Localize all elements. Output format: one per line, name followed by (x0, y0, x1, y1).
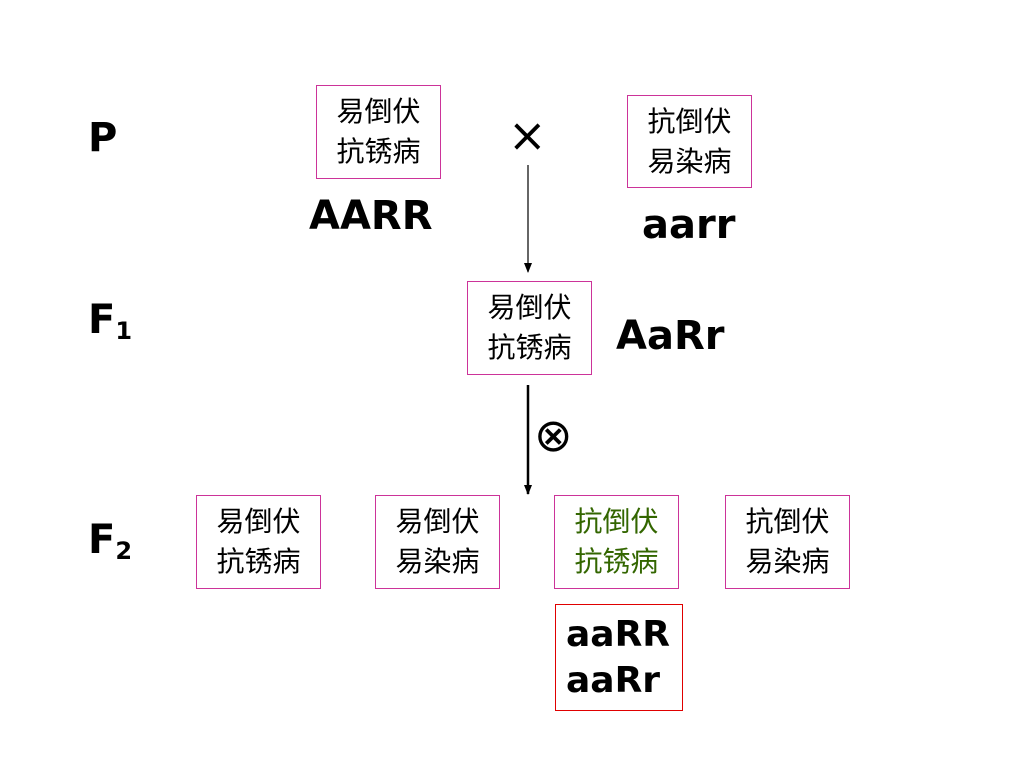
phenotype-line: 抗锈病 (336, 135, 421, 168)
phenotype-line: 抗倒伏 (574, 505, 659, 538)
parent-left-genotype: AARR (309, 193, 433, 239)
phenotype-line: 易染病 (745, 545, 830, 578)
phenotype-line: 易倒伏 (395, 505, 480, 538)
generation-label-f2: F2 (88, 517, 133, 565)
parent-left-phenotype-box: 易倒伏 抗锈病 (316, 85, 441, 179)
selected-genotypes-box: aaRR aaRr (555, 604, 683, 711)
genotype-line: aaRr (566, 659, 661, 701)
f2-phenotype-box-4: 抗倒伏 易染病 (725, 495, 850, 589)
cross-symbol: × (508, 108, 547, 162)
f1-phenotype-box: 易倒伏 抗锈病 (467, 281, 592, 375)
generation-label-p: P (88, 115, 118, 161)
phenotype-line: 易倒伏 (216, 505, 301, 538)
f2-phenotype-box-1: 易倒伏 抗锈病 (196, 495, 321, 589)
phenotype-line: 抗锈病 (216, 545, 301, 578)
generation-label-f1: F1 (88, 297, 133, 345)
phenotype-line: 抗倒伏 (745, 505, 830, 538)
f2-phenotype-box-2: 易倒伏 易染病 (375, 495, 500, 589)
phenotype-line: 抗锈病 (487, 331, 572, 364)
phenotype-line: 易倒伏 (487, 291, 572, 324)
phenotype-line: 抗锈病 (574, 545, 659, 578)
genotype-line: aaRR (566, 613, 671, 655)
f1-genotype: AaRr (616, 313, 725, 359)
phenotype-line: 易染病 (647, 144, 732, 178)
parent-right-genotype: aarr (642, 202, 736, 248)
selfing-symbol: ⊗ (534, 408, 573, 462)
phenotype-line: 易染病 (395, 545, 480, 578)
parent-right-phenotype-box: 抗倒伏 易染病 (627, 95, 752, 188)
phenotype-line: 易倒伏 (336, 95, 421, 128)
f2-phenotype-box-3: 抗倒伏 抗锈病 (554, 495, 679, 589)
phenotype-line: 抗倒伏 (647, 104, 732, 138)
